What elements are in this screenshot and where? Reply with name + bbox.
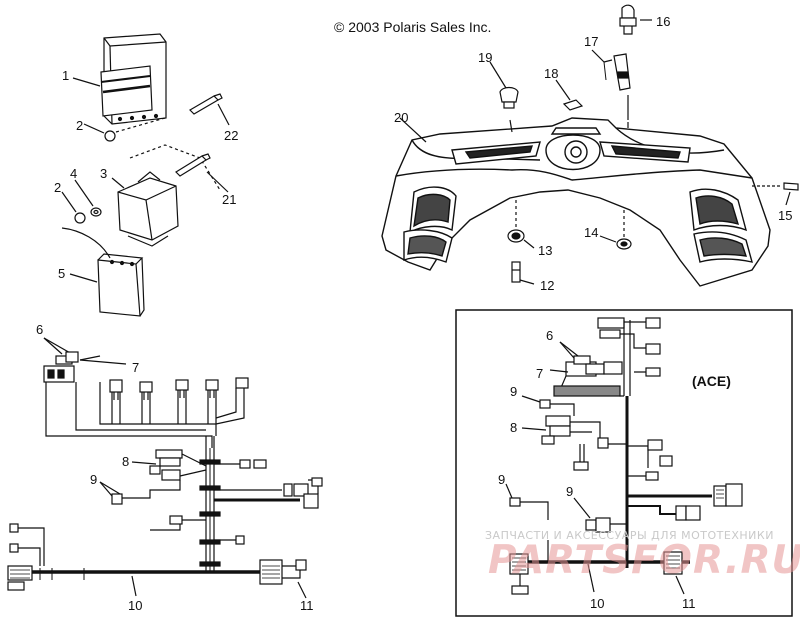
washer-4 xyxy=(74,179,102,217)
socket-17 xyxy=(591,49,631,120)
callout-5: 5 xyxy=(58,266,65,281)
callout-6: 6 xyxy=(36,322,43,337)
harness-left xyxy=(7,337,323,599)
dash-panel-20 xyxy=(381,117,771,287)
callout-3: 3 xyxy=(100,166,107,181)
callout-10: 10 xyxy=(128,598,142,613)
callout-15: 15 xyxy=(778,208,792,223)
callout-2-upper: 2 xyxy=(76,118,83,133)
callout-7: 7 xyxy=(132,360,139,375)
clip-18 xyxy=(555,79,584,111)
callout-13: 13 xyxy=(538,243,552,258)
ace-callout-10: 10 xyxy=(590,596,604,611)
callout-20: 20 xyxy=(394,110,408,125)
bolt-22 xyxy=(189,93,230,126)
callout-21: 21 xyxy=(222,192,236,207)
ace-label: (ACE) xyxy=(692,373,731,389)
nut-2-lower xyxy=(61,191,86,224)
callout-9: 9 xyxy=(90,472,97,487)
harness-ace xyxy=(505,317,743,595)
copyright-notice: © 2003 Polaris Sales Inc. xyxy=(334,19,492,35)
bulb-16 xyxy=(619,4,652,35)
ace-callout-9-top: 9 xyxy=(510,384,517,399)
grommet-13 xyxy=(507,200,535,249)
callout-22: 22 xyxy=(224,128,238,143)
ace-callout-7: 7 xyxy=(536,366,543,381)
regulator-3 xyxy=(111,171,179,247)
callout-11: 11 xyxy=(300,598,314,613)
ace-callout-6: 6 xyxy=(546,328,553,343)
callout-12: 12 xyxy=(540,278,554,293)
callout-4: 4 xyxy=(70,166,77,181)
knob-19 xyxy=(489,61,519,109)
ace-inset-frame xyxy=(455,309,793,617)
bulb-12 xyxy=(511,261,535,285)
module-5 xyxy=(69,253,145,317)
screw-15 xyxy=(752,182,799,206)
callout-8: 8 xyxy=(122,454,129,469)
ace-callout-8: 8 xyxy=(510,420,517,435)
grommet-14 xyxy=(599,210,632,250)
callout-18: 18 xyxy=(544,66,558,81)
callout-17: 17 xyxy=(584,34,598,49)
ace-callout-9-mid: 9 xyxy=(566,484,573,499)
bolt-21 xyxy=(175,153,229,193)
nut-2-upper xyxy=(83,123,116,142)
callout-2-lower: 2 xyxy=(54,180,61,195)
cdi-module xyxy=(72,33,167,125)
callout-19: 19 xyxy=(478,50,492,65)
ace-callout-9-left: 9 xyxy=(498,472,505,487)
callout-16: 16 xyxy=(656,14,670,29)
callout-1: 1 xyxy=(62,68,69,83)
ace-callout-11: 11 xyxy=(682,596,696,611)
callout-14: 14 xyxy=(584,225,598,240)
